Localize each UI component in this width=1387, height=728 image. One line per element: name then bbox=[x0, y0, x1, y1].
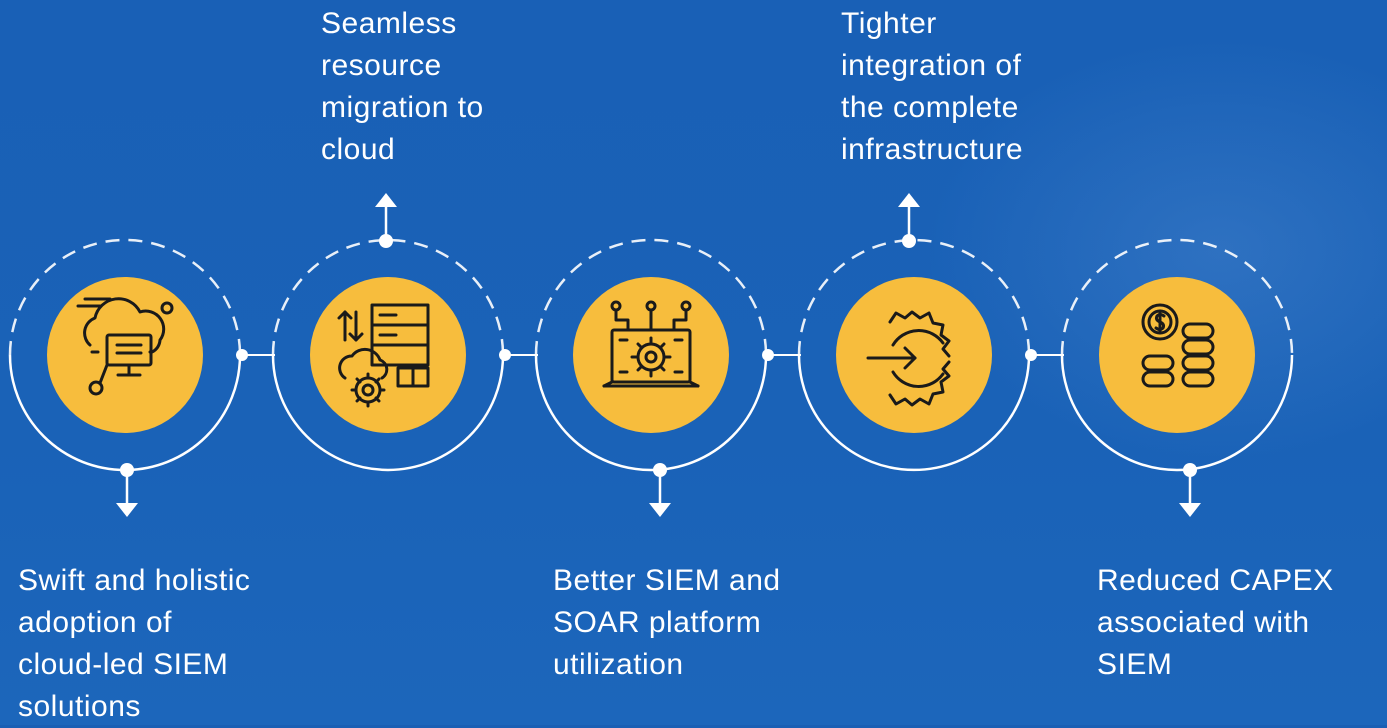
step-2-icon-circle bbox=[310, 277, 466, 433]
step-3-arrow bbox=[649, 463, 671, 517]
step-3-ring bbox=[534, 238, 768, 472]
step-3-label: Better SIEM and SOAR platform utilizatio… bbox=[553, 564, 781, 681]
step-1-label: Swift and holistic adoption of cloud-led… bbox=[18, 564, 251, 723]
gear-arrow-icon bbox=[866, 310, 951, 407]
step-4-label: Tighter integration of the complete infr… bbox=[841, 7, 1024, 166]
step-5-ring bbox=[1060, 238, 1294, 472]
laptop-gear-icon bbox=[602, 300, 700, 388]
step-4-ring bbox=[797, 238, 1031, 472]
step-4-arrow bbox=[898, 193, 920, 248]
step-5-arrow bbox=[1179, 463, 1201, 517]
step-1-arrow bbox=[116, 463, 138, 517]
step-1-icon-circle bbox=[47, 277, 203, 433]
step-2-ring bbox=[271, 238, 505, 472]
junction-dot-1 bbox=[236, 349, 248, 361]
step-2-label: Seamless resource migration to cloud bbox=[321, 7, 484, 166]
server-cloud-gear-icon bbox=[337, 303, 430, 408]
step-3-icon-circle bbox=[573, 277, 729, 433]
cloud-computer-icon bbox=[76, 297, 174, 396]
coin-stacks-icon bbox=[1141, 303, 1215, 388]
junction-dot-2 bbox=[499, 349, 511, 361]
step-5-label: Reduced CAPEX associated with SIEM bbox=[1097, 564, 1334, 681]
junction-dot-3 bbox=[762, 349, 774, 361]
step-5-icon-circle bbox=[1099, 277, 1255, 433]
junction-dot-4 bbox=[1025, 349, 1037, 361]
step-2-arrow bbox=[375, 193, 397, 248]
